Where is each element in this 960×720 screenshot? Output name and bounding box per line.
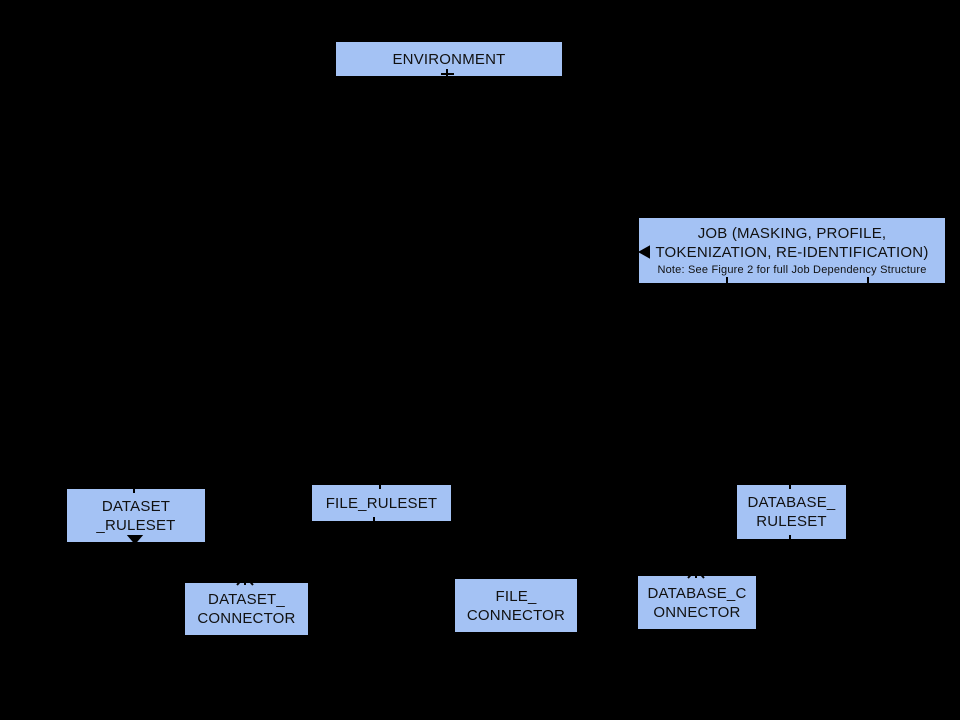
node-database-connector: DATABASE_C ONNECTOR: [638, 576, 756, 629]
node-database-ruleset: DATABASE_ RULESET: [737, 485, 846, 539]
node-dataset-connector-line1: DATASET_: [208, 591, 285, 608]
node-environment-label: ENVIRONMENT: [392, 50, 506, 68]
node-dataset-connector: DATASET_ CONNECTOR: [185, 583, 308, 635]
node-database-connector-line2: ONNECTOR: [653, 603, 741, 621]
node-database-ruleset-line2: RULESET: [756, 513, 827, 530]
node-dataset-ruleset-line2: _RULESET: [96, 516, 176, 534]
node-database-connector-line1: DATABASE_C: [647, 584, 747, 602]
node-environment: ENVIRONMENT: [336, 42, 562, 76]
node-job-note: Note: See Figure 2 for full Job Dependen…: [657, 263, 927, 276]
node-dataset-ruleset: DATASET _RULESET: [67, 489, 205, 542]
node-job-label-line2: TOKENIZATION, RE-IDENTIFICATION): [655, 243, 929, 261]
node-file-connector-line2: CONNECTOR: [466, 606, 566, 624]
node-database-ruleset-line1: DATABASE_: [747, 494, 836, 511]
node-file-ruleset: FILE_RULESET: [312, 485, 451, 521]
node-file-connector-line1: FILE_: [495, 587, 537, 605]
node-file-connector: FILE_ CONNECTOR: [455, 579, 577, 632]
node-file-ruleset-label: FILE_RULESET: [325, 494, 438, 512]
node-dataset-connector-line2: CONNECTOR: [197, 610, 296, 627]
node-job: JOB (MASKING, PROFILE, TOKENIZATION, RE-…: [639, 218, 945, 283]
node-job-label-line1: JOB (MASKING, PROFILE,: [697, 224, 887, 242]
node-dataset-ruleset-line1: DATASET: [101, 497, 171, 515]
